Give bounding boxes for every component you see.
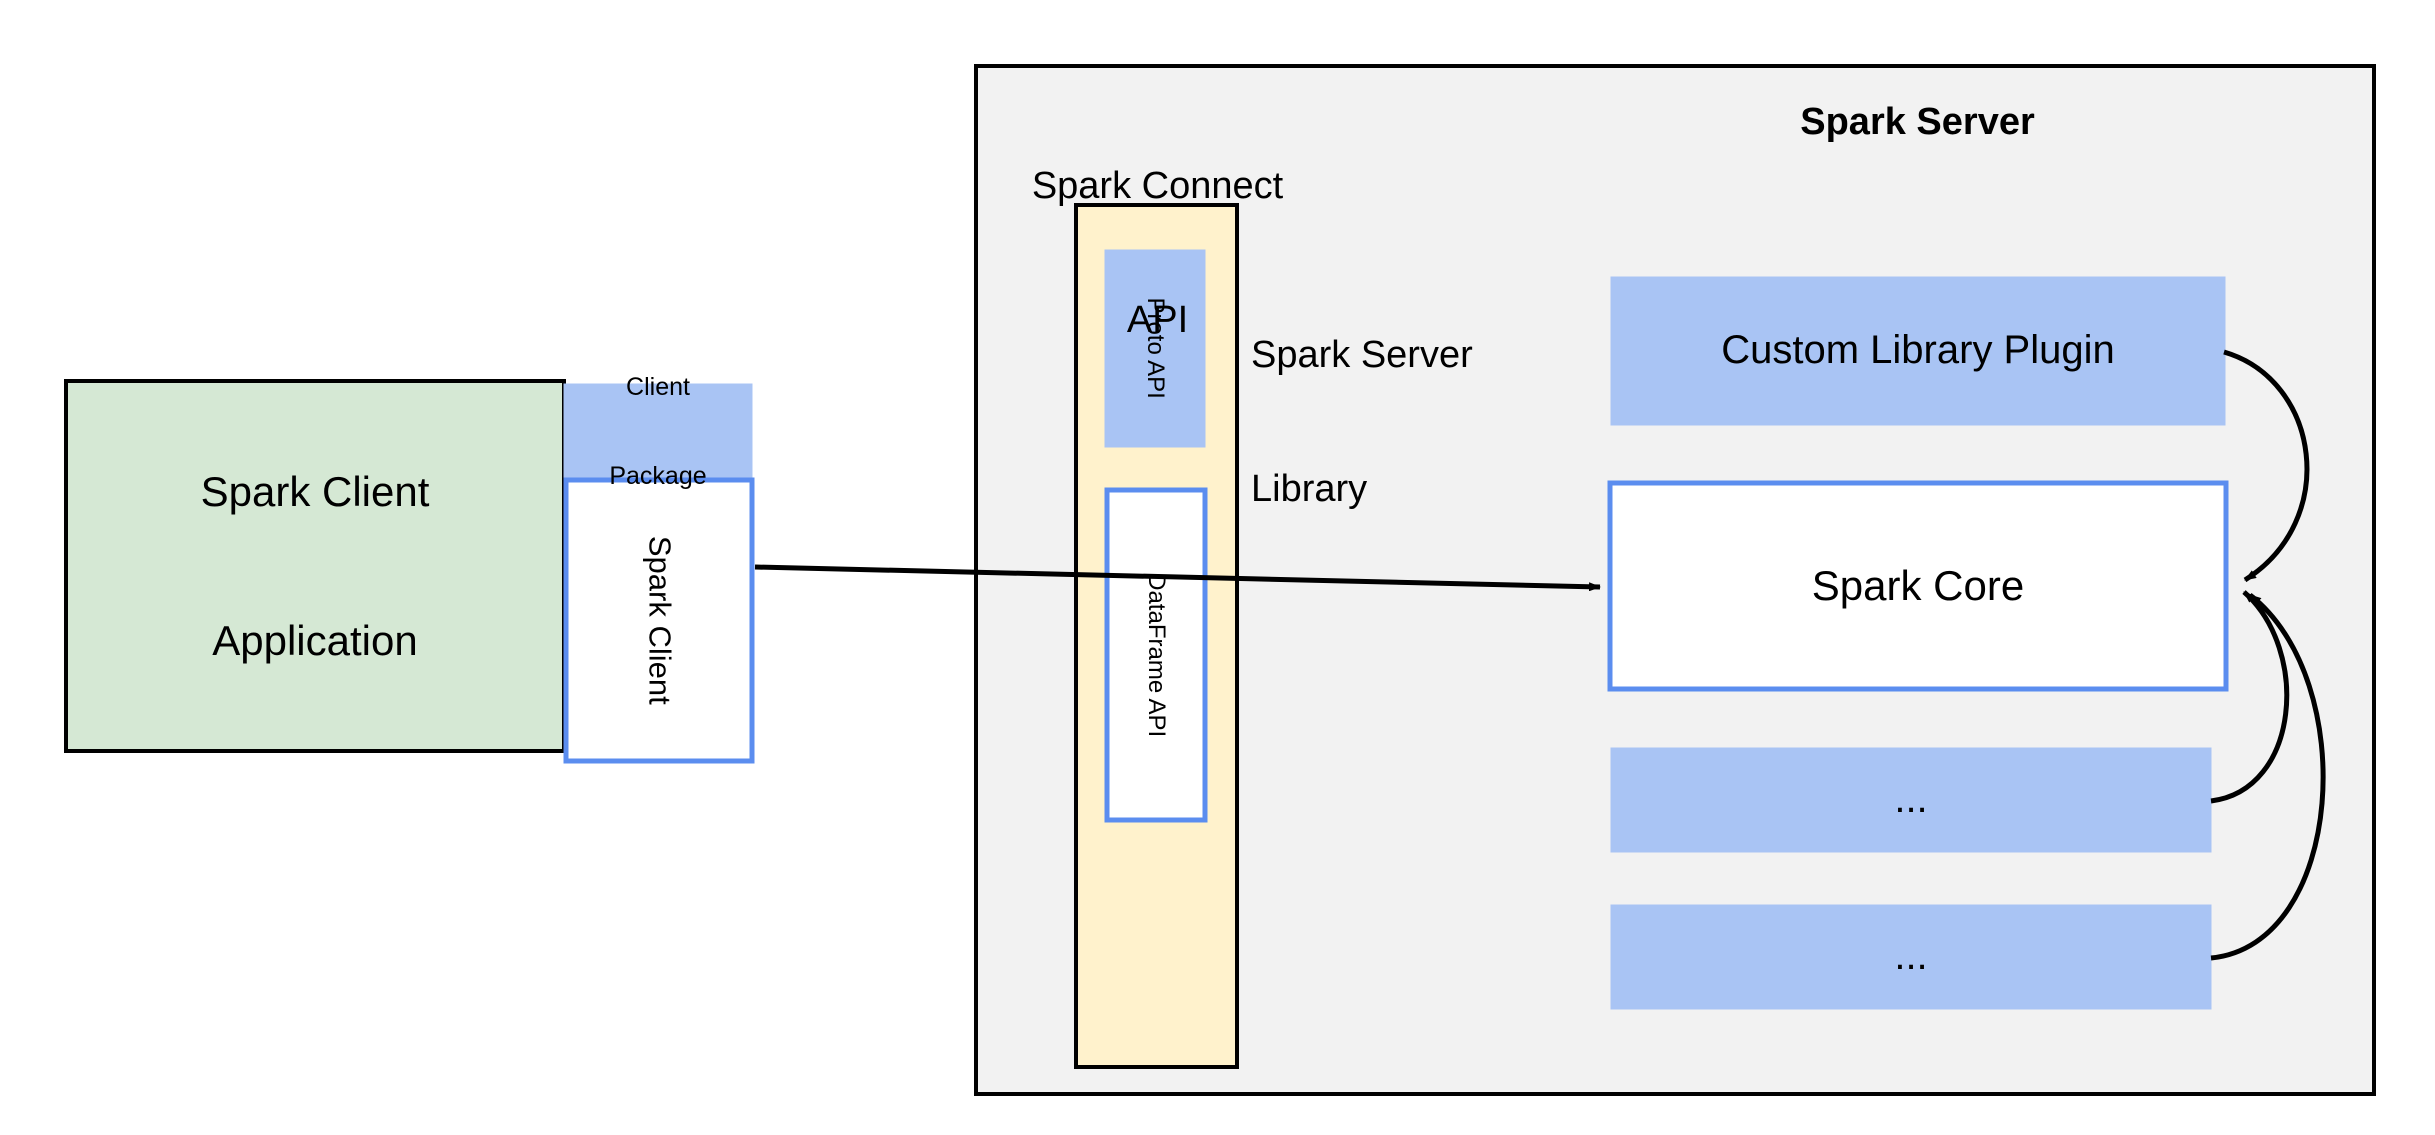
arrow-client-to-core: [754, 564, 1601, 592]
pkg-label-line2: Package: [609, 461, 707, 490]
spark-core-box: [1607, 480, 2229, 692]
ellipsis-box-1: [1610, 747, 2212, 853]
dataframe-api-label-wrap: DataFrame API: [1107, 490, 1205, 820]
client-package-box: [563, 383, 753, 481]
spark-client-label: Spark Client: [642, 536, 678, 705]
spark-client-application-label: Spark Client Application: [66, 381, 564, 751]
custom-library-plugin-label: Custom Library Plugin: [1721, 328, 2115, 373]
spark-client-application-box: [64, 379, 566, 753]
dataframe-api-box: [1104, 487, 1208, 823]
ellipsis-label-1: ...: [1894, 777, 1928, 822]
client-package-label: Client Package: [564, 373, 752, 490]
spark-client-label-wrap: Spark Client: [566, 480, 752, 761]
proto-api-label: Proto API: [1142, 297, 1170, 400]
proto-api-box: [1104, 249, 1206, 448]
spark-server-title: Spark Server: [1800, 101, 2035, 143]
dataframe-api-label: DataFrame API: [1143, 572, 1171, 738]
connect-api-line1: Spark Connect: [1031, 164, 1284, 207]
arrow-ellipsis2-to-core: [2210, 593, 2326, 961]
app-label-line2: Application: [212, 616, 418, 664]
spark-server-library-label: Spark Server Library: [1251, 243, 1591, 602]
app-label-line1: Spark Client: [200, 467, 430, 515]
arrow-ellipsis1-to-core: [2210, 590, 2290, 804]
pkg-label-line1: Client: [626, 373, 690, 401]
arrow-plugin-to-core: [2223, 349, 2310, 583]
spark-core-label: Spark Core: [1811, 562, 2025, 610]
server-library-line2: Library: [1251, 468, 1368, 511]
custom-library-plugin-box: [1610, 276, 2226, 426]
ellipsis-label-2: ...: [1894, 934, 1928, 979]
server-library-line1: Spark Server: [1251, 333, 1473, 376]
connect-api-line2: API: [1126, 299, 1189, 342]
spark-client-box: [563, 477, 755, 764]
spark-connect-api-label: Spark Connect API: [1000, 74, 1315, 433]
proto-api-label-wrap: Proto API: [1105, 250, 1205, 447]
